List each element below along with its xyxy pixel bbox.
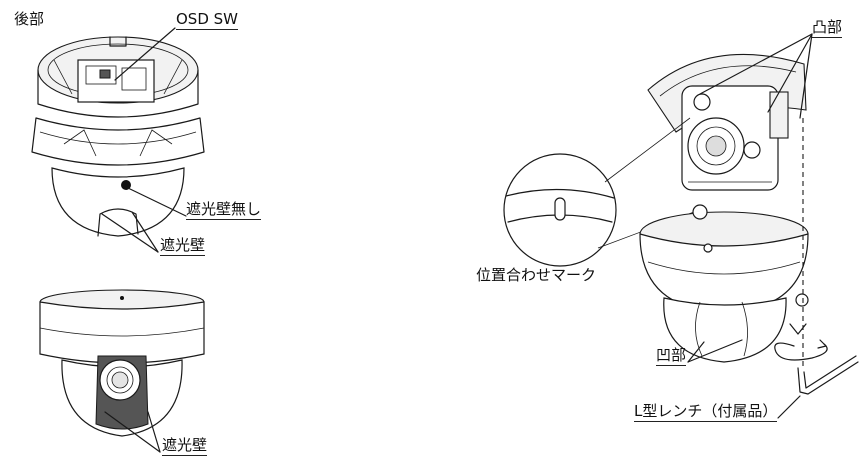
label-rear: 後部 <box>14 10 45 28</box>
label-concave: 凹部 <box>656 346 687 366</box>
label-osd-switch: OSD SW <box>176 10 238 30</box>
dome-cover <box>639 204 809 363</box>
camera-body-module <box>647 53 807 191</box>
label-alignment-mark: 位置合わせマーク <box>476 266 597 284</box>
label-no-light-shield: 遮光壁無し <box>186 200 262 220</box>
label-l-wrench: L型レンチ（付属品） <box>634 402 778 422</box>
leader-lines <box>101 27 813 453</box>
label-convex: 凸部 <box>812 18 843 38</box>
label-light-shield-lower: 遮光壁 <box>162 436 208 456</box>
label-light-shield-upper: 遮光壁 <box>160 236 206 256</box>
camera-rear-open <box>31 36 205 237</box>
magnified-detail <box>503 117 695 267</box>
l-wrench <box>774 118 859 395</box>
camera-front <box>39 289 205 437</box>
